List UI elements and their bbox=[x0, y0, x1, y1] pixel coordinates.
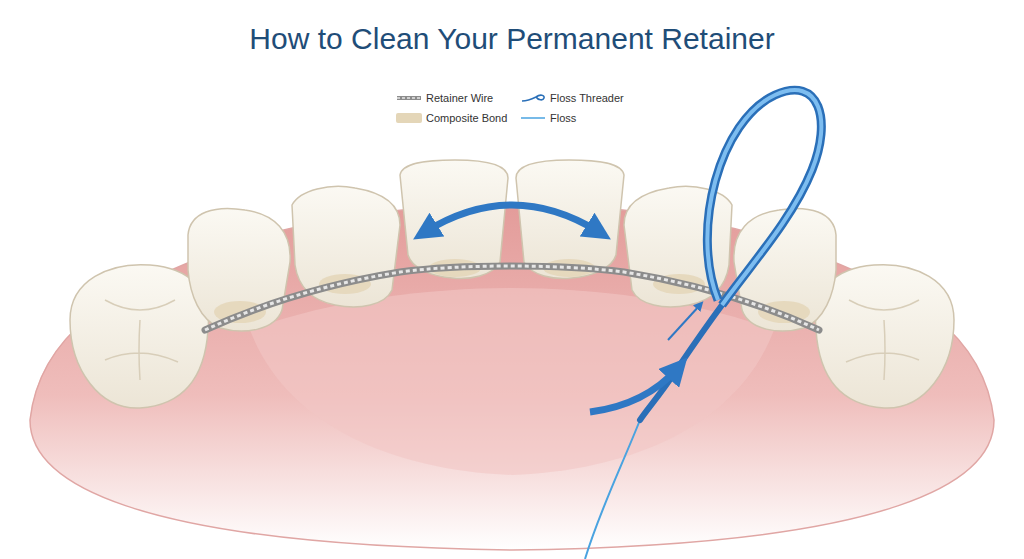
threader-sample bbox=[522, 95, 544, 101]
legend-sample bbox=[520, 93, 546, 103]
direction-arrow bbox=[590, 368, 678, 412]
legend-swatch bbox=[396, 113, 422, 123]
legend-sample bbox=[520, 113, 546, 123]
diagram-title: How to Clean Your Permanent Retainer bbox=[0, 22, 1024, 56]
legend-label: Floss Threader bbox=[550, 92, 624, 104]
legend-item: Composite Bond bbox=[396, 111, 507, 125]
teeth-left bbox=[70, 160, 508, 408]
legend-label: Floss bbox=[550, 112, 576, 124]
threader-loop bbox=[707, 90, 821, 305]
legend-label: Composite Bond bbox=[426, 112, 507, 124]
inner-gum bbox=[250, 288, 774, 475]
legend-sample bbox=[396, 93, 422, 103]
floss-sample bbox=[521, 117, 545, 119]
direction-arrow bbox=[668, 305, 700, 340]
legend-label: Retainer Wire bbox=[426, 92, 493, 104]
molar bbox=[70, 265, 208, 408]
threader-loop-inner bbox=[707, 90, 821, 305]
floss-threader bbox=[585, 90, 821, 559]
legend-item: Floss bbox=[520, 111, 576, 125]
floss bbox=[585, 420, 640, 559]
wire-sample bbox=[397, 96, 421, 100]
threader-stem bbox=[640, 305, 722, 420]
molar-cusps bbox=[105, 300, 178, 380]
wire-twist-sample bbox=[397, 97, 421, 99]
double-arrow bbox=[425, 205, 599, 232]
legend-item: Floss Threader bbox=[520, 91, 624, 105]
legend-item: Retainer Wire bbox=[396, 91, 493, 105]
